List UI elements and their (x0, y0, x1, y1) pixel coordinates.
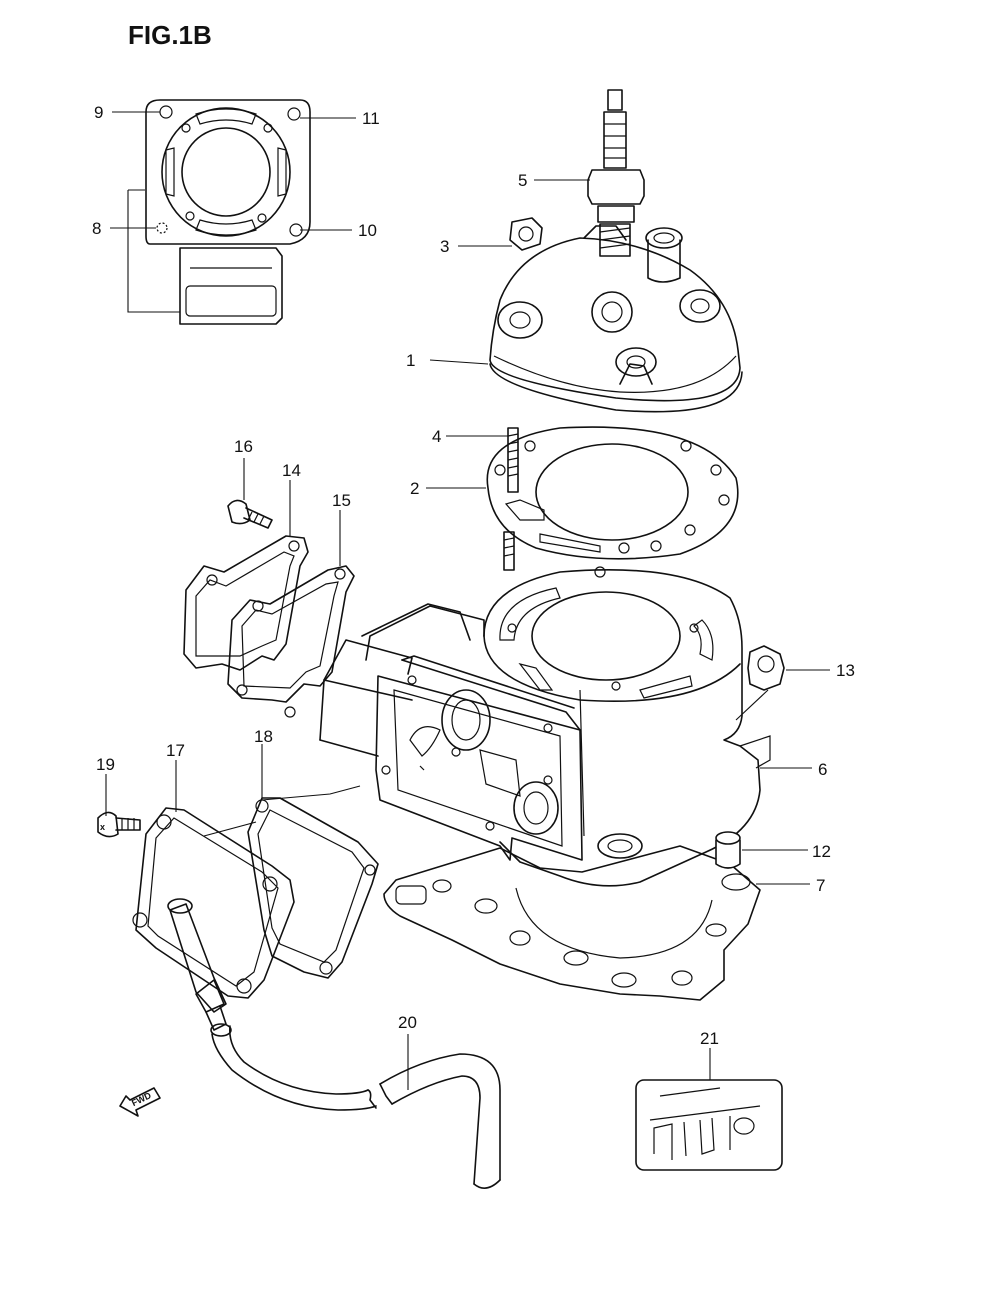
callout-labels: 1 2 3 4 5 6 7 8 9 10 11 12 13 14 15 16 1… (92, 103, 855, 1048)
callout-11: 11 (362, 109, 380, 128)
inset-gasket-set (127, 99, 311, 325)
stud-bolt (503, 427, 519, 571)
svg-text:x: x (100, 822, 105, 832)
callout-6: 6 (818, 760, 827, 779)
reed-cover-screw (227, 499, 273, 529)
callout-16: 16 (234, 437, 253, 456)
callout-12: 12 (812, 842, 831, 861)
reed-valve-cover (132, 807, 295, 1031)
callout-18: 18 (254, 727, 273, 746)
callout-7: 7 (816, 876, 825, 895)
reed-valve-gasket (183, 535, 309, 671)
callout-4: 4 (432, 427, 441, 446)
callout-10: 10 (358, 221, 377, 240)
leader-lines (105, 111, 830, 1090)
callout-15: 15 (332, 491, 351, 510)
callout-14: 14 (282, 461, 301, 480)
callout-1: 1 (406, 351, 415, 370)
callout-5: 5 (518, 171, 527, 190)
caution-label (635, 1079, 783, 1171)
callout-8: 8 (92, 219, 101, 238)
figure-title: FIG.1B (128, 20, 212, 50)
callout-21: 21 (700, 1029, 719, 1048)
cylinder-head-nut (509, 217, 543, 251)
callout-20: 20 (398, 1013, 417, 1032)
callout-17: 17 (166, 741, 185, 760)
dowel-pin (715, 831, 741, 869)
callout-13: 13 (836, 661, 855, 680)
intake-gasket (227, 565, 355, 718)
head-gasket (486, 426, 739, 560)
callout-19: 19 (96, 755, 115, 774)
spark-plug (587, 89, 645, 257)
forward-arrow: FWD (119, 1087, 161, 1117)
callout-2: 2 (410, 479, 419, 498)
callout-9: 9 (94, 103, 103, 122)
breather-hose (210, 1023, 501, 1189)
callout-3: 3 (440, 237, 449, 256)
fwd-label: FWD (130, 1090, 153, 1108)
cylinder-head (489, 225, 743, 413)
cylinder-nut (735, 645, 785, 721)
cylinder (319, 566, 771, 887)
reed-cover-screw-lower: x (97, 811, 141, 838)
cylinder-base-gasket (383, 845, 761, 1001)
